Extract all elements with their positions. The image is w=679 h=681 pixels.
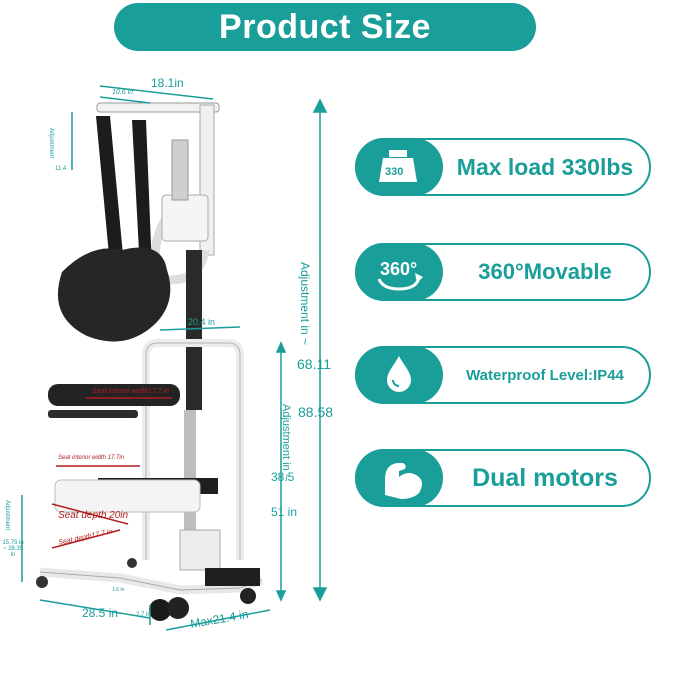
weight-icon-text: 330 [385, 166, 404, 178]
feature-movable-label: 360°Movable [478, 259, 612, 284]
top-width-label: 18.1in [151, 76, 184, 90]
title-banner: Product Size [114, 3, 536, 51]
feature-max-load: 330 Max load 330lbs [355, 138, 651, 196]
water-drop-icon [355, 346, 443, 404]
rotate-360-icon: 360° [355, 243, 443, 301]
arm-width-label: 20.4 in [188, 317, 216, 327]
strong-arm-icon [355, 449, 443, 507]
rotate-icon-text: 360° [380, 259, 418, 279]
weight-icon: 330 [355, 138, 443, 196]
seat-adjust-label: Adjustment [4, 500, 10, 531]
wheel-height-label: 2.7 in [136, 612, 151, 618]
base-length-label: 28.5 in [82, 606, 119, 620]
small-base-label: 1.6 in [112, 587, 125, 593]
feature-movable: 360° 360°Movable [355, 243, 651, 301]
seat-depth-1: Seat depth 20in [58, 510, 129, 521]
feature-waterproof-label: Waterproof Level:IP44 [466, 366, 624, 384]
seat-adjust-value: 15.75 in ~ 28.35 in [2, 540, 24, 558]
adjustment-top-value: 11.4 [55, 166, 67, 172]
adjustment-top-label: Adjustment [48, 128, 54, 159]
main-adjust-high: 88.58 [298, 404, 334, 420]
arm-adjust-label: Adjustment in ~ [280, 404, 292, 481]
seat-interior-width-2: Seat interior width 17.7in [58, 455, 125, 461]
feature-dual-motors-label: Dual motors [472, 463, 618, 492]
hanger-width-label: 10.6 in [112, 89, 134, 96]
arm-adjust-low: 38.5 [271, 470, 295, 484]
page-title: Product Size [219, 7, 431, 46]
feature-waterproof: Waterproof Level:IP44 [355, 346, 651, 404]
feature-max-load-label: Max load 330lbs [456, 153, 634, 180]
main-adjust-label: Adjustment in ~ [298, 262, 312, 346]
feature-dual-motors: Dual motors [355, 449, 651, 507]
seat-interior-width-1: Seat interior width17.7 in [92, 388, 170, 395]
arm-adjust-high: 51 in [271, 505, 298, 519]
main-adjust-low: 68.11 [297, 356, 331, 372]
